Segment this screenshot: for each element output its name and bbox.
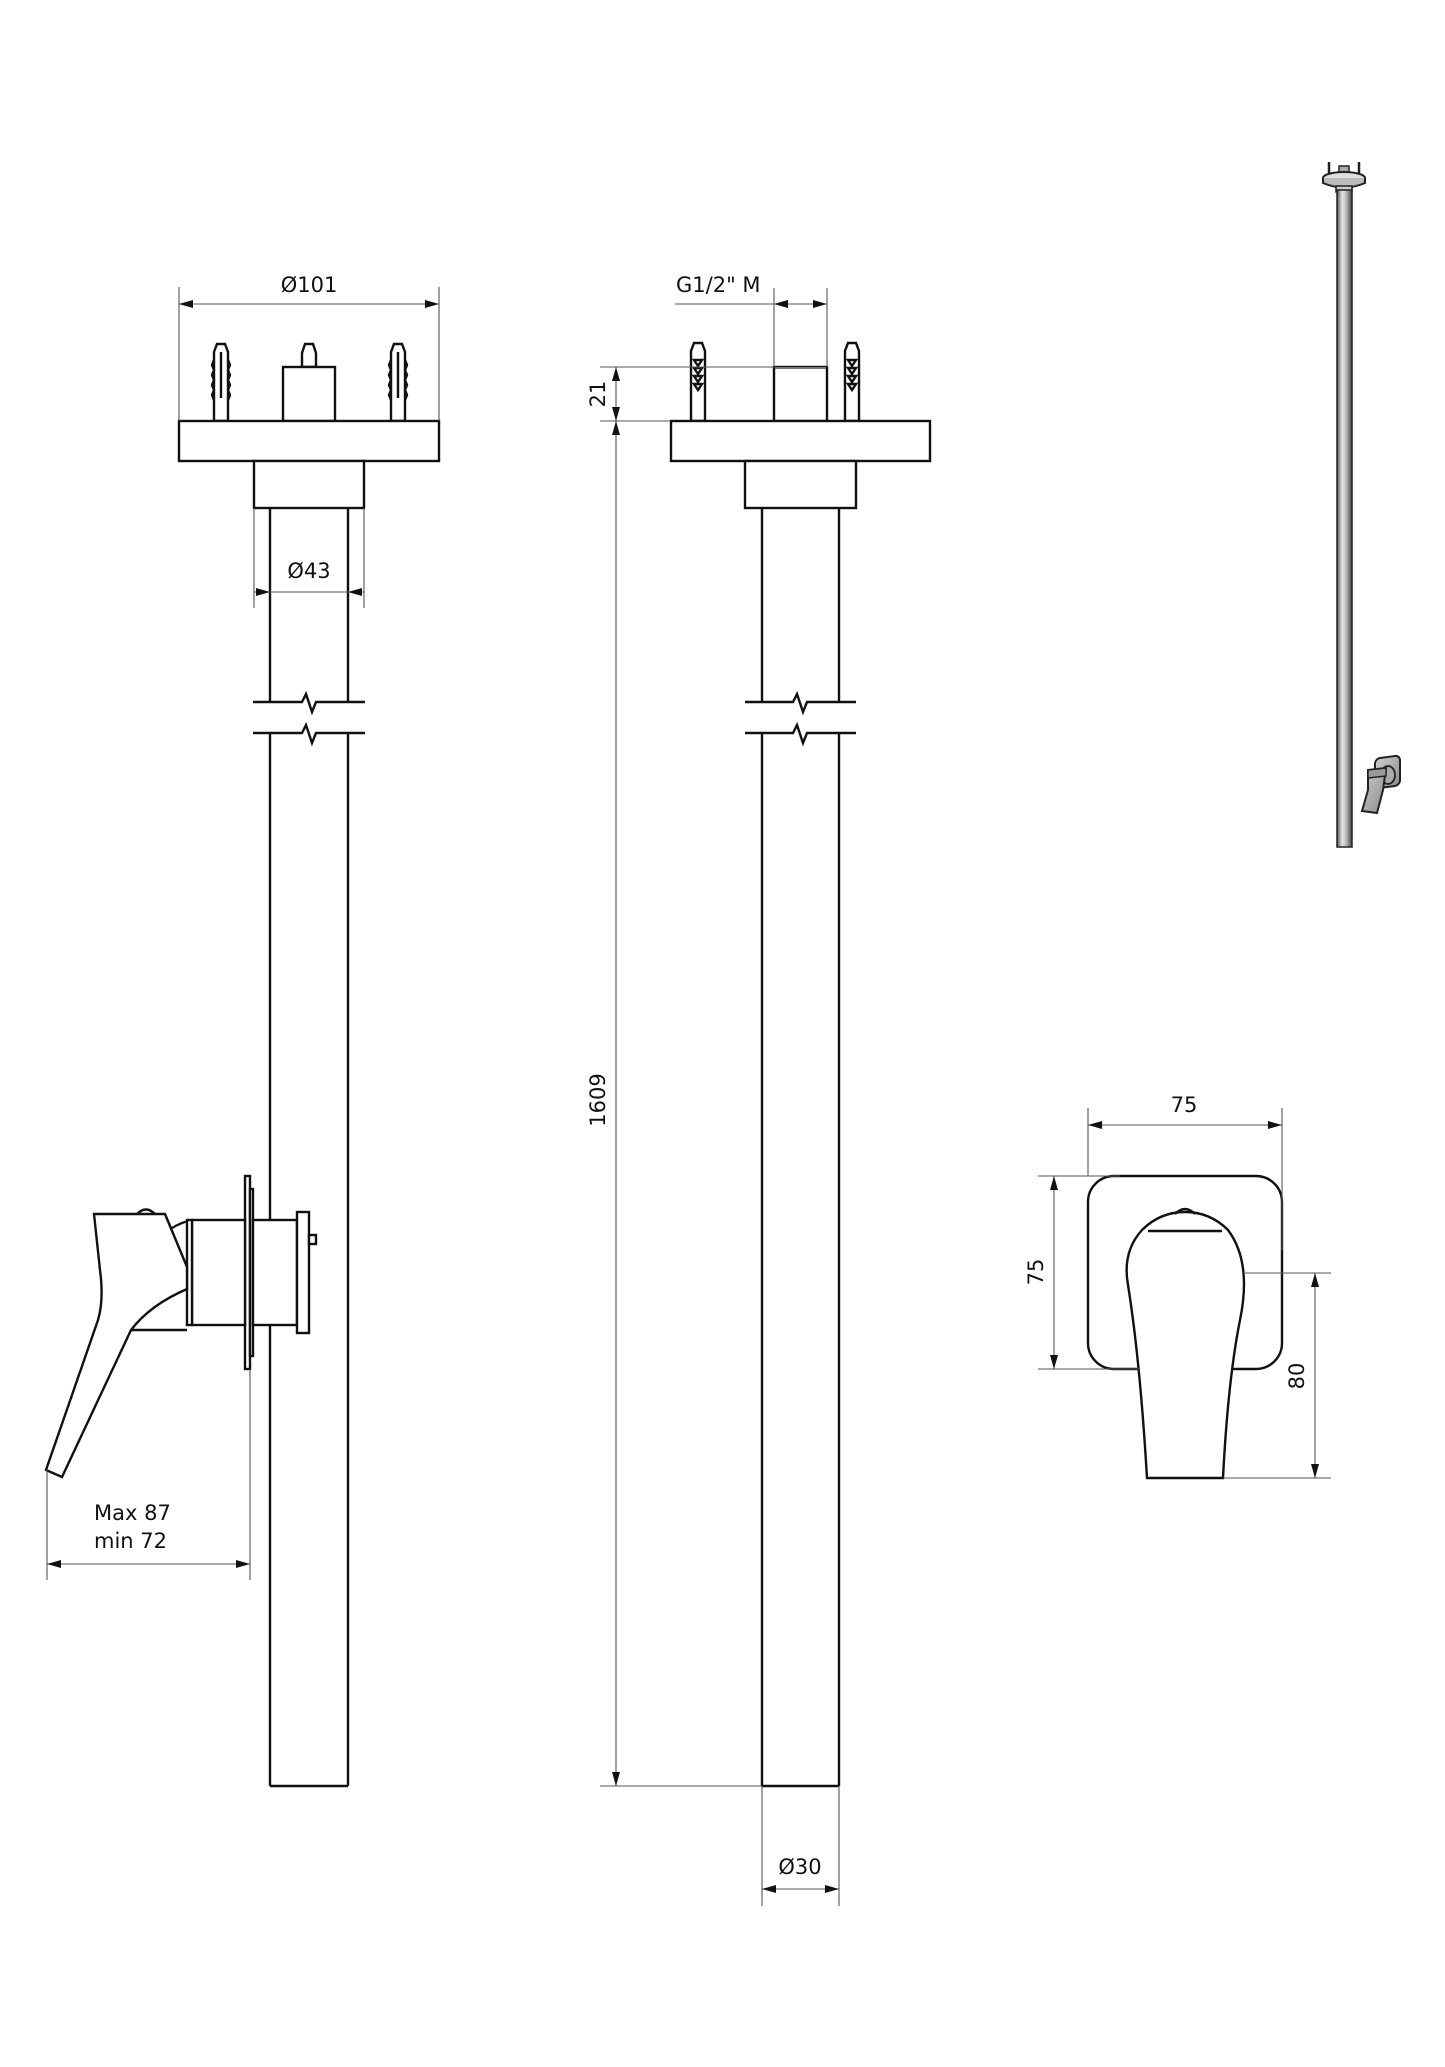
dim-thread: G1/2" M (675, 273, 828, 367)
front-view: G1/2" M 21 1609 Ø30 (586, 273, 932, 1906)
side-view: Ø101 Ø43 Max 87 min 72 (44, 273, 441, 1788)
dim-plate-height: 75 (1024, 1175, 1140, 1370)
svg-text:Ø30: Ø30 (778, 1855, 821, 1879)
dim-plate-width: 75 (1087, 1093, 1283, 1250)
ceiling-flange (177, 419, 441, 463)
dim-handle-projection: Max 87 min 72 (46, 1369, 251, 1580)
dim-flange-diameter: Ø101 (178, 273, 440, 421)
inlet-stub (281, 365, 337, 423)
flange-collar (743, 459, 858, 510)
dim-total-length: 1609 (586, 421, 762, 1787)
flange-collar (252, 459, 366, 510)
mixer-side (44, 1174, 318, 1479)
mixer-front-view: 75 75 80 (1024, 1093, 1331, 1480)
svg-text:Ø101: Ø101 (281, 273, 338, 297)
end-cap (295, 1210, 311, 1335)
break-line-bottom (745, 721, 856, 747)
inlet-nub (300, 342, 318, 369)
svg-text:Ø43: Ø43 (287, 559, 330, 583)
svg-text:80: 80 (1285, 1363, 1309, 1390)
svg-text:75: 75 (1024, 1259, 1048, 1286)
svg-text:Max 87: Max 87 (94, 1501, 171, 1525)
dim-pipe-diameter: Ø30 (761, 1786, 840, 1906)
mixer-handle-front (1125, 1210, 1246, 1480)
wall-dowel-right (387, 342, 409, 423)
wall-dowel-left (210, 342, 232, 423)
svg-text:G1/2" M: G1/2" M (676, 273, 761, 297)
svg-text:21: 21 (586, 381, 610, 408)
dim-pipe-outer-diameter: Ø43 (253, 508, 365, 608)
wall-dowel-left (689, 341, 707, 423)
break-line-top (745, 690, 856, 716)
wall-dowel-right (843, 341, 861, 423)
shower-riser-3d-icon (1322, 162, 1401, 848)
ceiling-flange (669, 419, 932, 463)
mixer-cartridge-body (190, 1218, 247, 1327)
threaded-inlet-stub (772, 365, 829, 423)
svg-text:75: 75 (1171, 1093, 1198, 1117)
svg-text:min 72: min 72 (94, 1529, 167, 1553)
mixer-handle-lever (44, 1212, 189, 1479)
dim-stub-height: 21 (586, 366, 774, 422)
break-line-top (253, 690, 365, 716)
dim-handle-height: 80 (1223, 1272, 1331, 1479)
break-line-bottom (253, 721, 365, 747)
svg-text:1609: 1609 (586, 1073, 610, 1126)
